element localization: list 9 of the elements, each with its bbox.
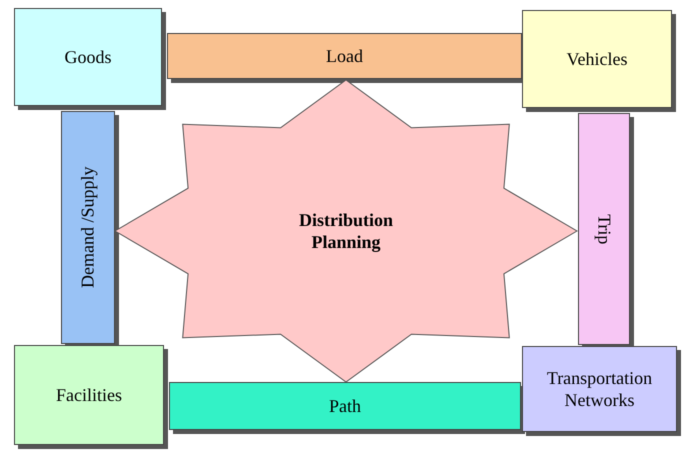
category-label: Goods	[64, 46, 112, 68]
category-label: Facilities	[56, 384, 122, 406]
relation-label: Demand /Supply	[76, 166, 99, 288]
center-title: Distribution Planning	[298, 208, 394, 254]
relation-label: Trip	[593, 214, 616, 244]
category-label: Vehicles	[566, 48, 628, 70]
category-label: Transportation Networks	[546, 366, 654, 412]
relation-label: Load	[326, 44, 363, 68]
relation-label: Path	[328, 394, 361, 418]
